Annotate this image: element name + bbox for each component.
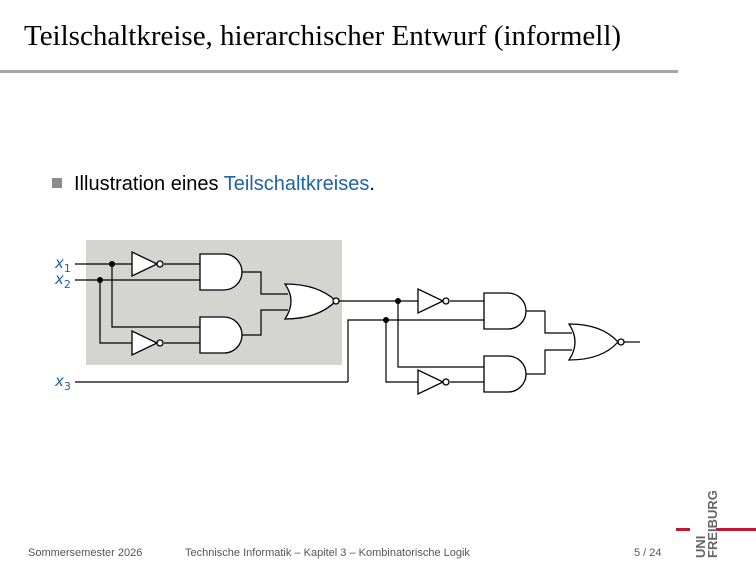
- input-label-x2: x2: [54, 270, 71, 291]
- circuit-wires: [75, 263, 640, 383]
- and-gate: [483, 355, 527, 393]
- wire-x3-branch: [385, 320, 418, 383]
- gates: [131, 250, 625, 396]
- junction-dot: [395, 298, 401, 304]
- or-output-dot: [617, 338, 625, 346]
- wire-and4-out: [526, 349, 572, 375]
- and-gate: [199, 253, 243, 291]
- footer-page-number: 5 / 24: [634, 547, 662, 559]
- wire-or1-branch: [397, 301, 484, 368]
- bullet-highlight-term: Teilschaltkreises: [223, 173, 370, 195]
- and-gate: [199, 316, 243, 354]
- logo-freiburg-text: FREIBURG: [705, 490, 720, 558]
- wire-x3-up: [347, 319, 484, 382]
- logo-accent-bar: [676, 528, 690, 531]
- not-gate: [417, 368, 450, 396]
- or-output-dot: [332, 297, 340, 305]
- university-logo: UNI FREIBURG: [676, 490, 756, 558]
- title-divider: [0, 70, 678, 73]
- and-gate: [483, 292, 527, 330]
- or-gate: [283, 283, 337, 320]
- wire-x1-branch: [111, 264, 200, 328]
- bullet-item: Illustration eines Teilschaltkreises.: [52, 173, 375, 196]
- footer-semester: Sommersemester 2026: [28, 547, 143, 559]
- junction-dot: [97, 277, 103, 283]
- wire-x2-branch: [99, 280, 132, 344]
- slide-title: Teilschaltkreise, hierarchischer Entwurf…: [24, 20, 622, 52]
- bullet-text-suffix: .: [369, 173, 375, 195]
- not-gate: [417, 287, 450, 315]
- junction-dot: [109, 261, 115, 267]
- wire-and2-out: [242, 309, 288, 336]
- junction-dots: [97, 261, 401, 323]
- input-label-x1: x1: [54, 254, 71, 275]
- wire-and1-out: [242, 271, 288, 295]
- wire-and3-out: [526, 310, 572, 334]
- logo-accent-bar: [716, 528, 756, 531]
- bullet-text-prefix: Illustration eines: [74, 173, 224, 195]
- footer-course: Technische Informatik – Kapitel 3 – Komb…: [185, 547, 470, 559]
- logo-uni-text: UNI: [693, 536, 708, 558]
- junction-dot: [383, 317, 389, 323]
- bullet-square-icon: [52, 178, 62, 188]
- input-label-x3: x3: [54, 372, 71, 393]
- not-gate: [131, 250, 164, 278]
- or-gate: [567, 323, 619, 361]
- not-gate: [131, 329, 164, 357]
